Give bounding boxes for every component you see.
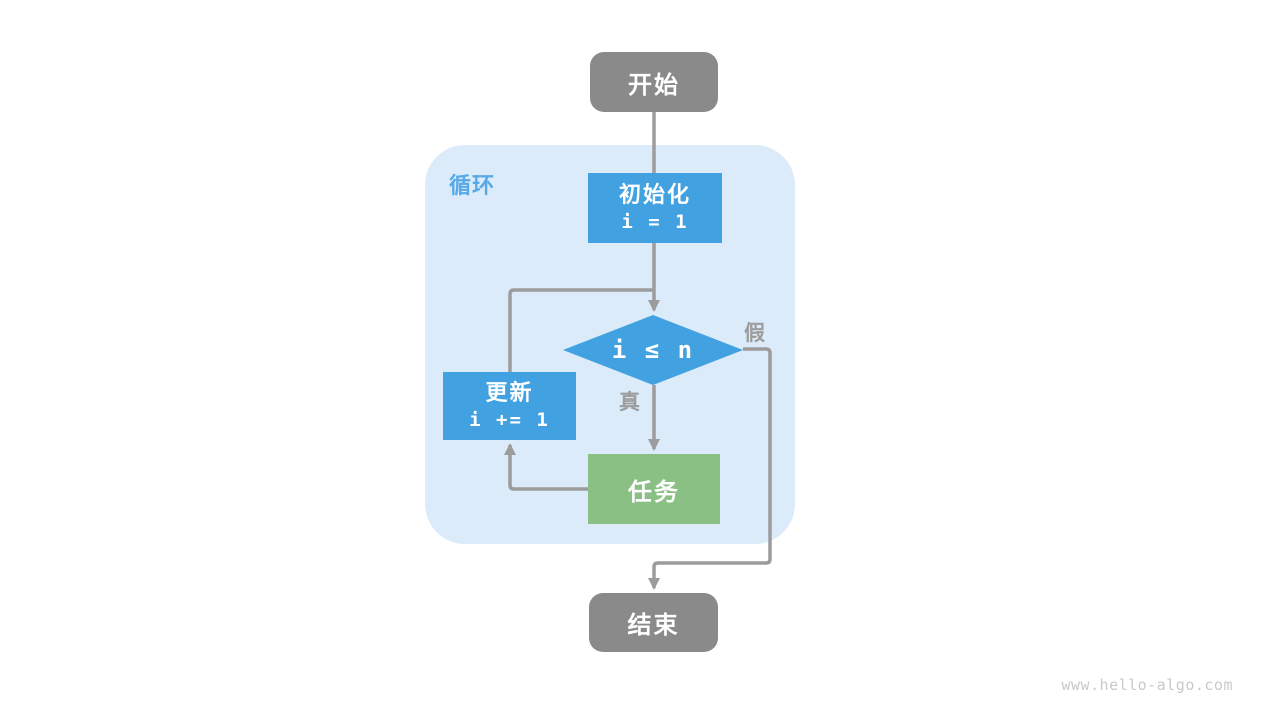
node-end: 结束 bbox=[589, 593, 718, 652]
branch-label-true: 真 bbox=[619, 391, 640, 414]
node-update-code: i += 1 bbox=[469, 409, 550, 432]
node-initialize: 初始化 i = 1 bbox=[588, 173, 722, 243]
node-update: 更新 i += 1 bbox=[443, 372, 576, 440]
node-update-title: 更新 bbox=[485, 380, 534, 406]
site-watermark: www.hello-algo.com bbox=[1061, 676, 1233, 694]
loop-group-label: 循环 bbox=[449, 173, 496, 198]
node-task: 任务 bbox=[588, 454, 720, 524]
node-end-label: 结束 bbox=[627, 612, 680, 639]
branch-label-false: 假 bbox=[744, 322, 765, 345]
node-initialize-code: i = 1 bbox=[621, 211, 689, 234]
edge-update-to-merge bbox=[508, 288, 654, 372]
node-start: 开始 bbox=[590, 52, 718, 112]
edge-condition-to-end bbox=[648, 347, 772, 590]
edge-task-to-update bbox=[504, 443, 588, 491]
node-condition-label: i ≤ n bbox=[611, 336, 695, 364]
node-task-label: 任务 bbox=[628, 478, 680, 506]
node-start-label: 开始 bbox=[628, 71, 680, 99]
node-initialize-title: 初始化 bbox=[618, 182, 691, 208]
